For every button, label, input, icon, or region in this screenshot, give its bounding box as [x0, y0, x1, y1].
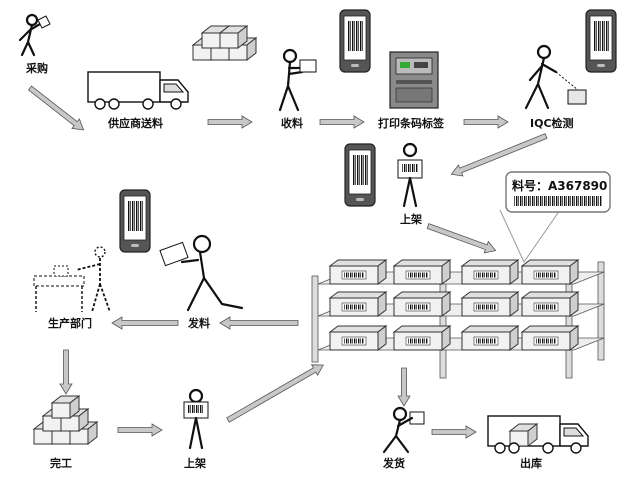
node-issuing: 发料 — [187, 316, 210, 330]
issuing-person-icon — [159, 234, 244, 312]
node-receiving: 收料 — [281, 116, 303, 130]
node-finished: 完工 — [50, 456, 72, 470]
arrow-shelf-to-issuing — [219, 316, 299, 330]
node-supplier-delivery: 供应商送料 — [107, 116, 163, 130]
arrow-purchase-to-supplier — [27, 85, 85, 131]
truck-icon — [87, 71, 189, 110]
barcode-scanner-icon-iqc — [585, 9, 617, 73]
node-shelving-bottom: 上架 — [184, 456, 206, 470]
production-person-icon — [33, 246, 111, 313]
purchase-person-icon — [18, 13, 51, 57]
boxes-icon-finished — [33, 395, 98, 445]
arrow-shipping-to-outbound — [431, 425, 477, 439]
barcode-scanner-icon-issuing — [119, 189, 151, 253]
shelving-person-icon-bottom — [183, 388, 209, 450]
arrow-shelving-bottom-to-shelf — [226, 364, 324, 423]
node-production-dept: 生产部门 — [48, 316, 92, 330]
shipping-person-icon — [382, 406, 425, 454]
boxes-icon — [192, 25, 257, 61]
label-tag — [499, 171, 611, 264]
truck-icon-outbound — [487, 415, 589, 454]
node-print-barcode: 打印条码标签 — [378, 116, 445, 130]
receiving-person-icon — [278, 48, 317, 112]
iqc-person-icon — [524, 44, 587, 110]
node-shipping: 发货 — [382, 456, 405, 470]
arrow-issuing-to-production — [111, 316, 179, 330]
arrow-finished-to-shelving — [117, 423, 163, 437]
arrow-print-to-iqc — [463, 115, 509, 129]
arrow-shelving-to-shelf — [426, 223, 497, 254]
arrow-receiving-to-print — [319, 115, 365, 129]
arrow-production-to-finished — [59, 349, 73, 395]
arrow-shelf-to-shipping — [397, 367, 411, 407]
node-shelving-top: 上架 — [400, 212, 422, 226]
shelving-person-icon — [397, 142, 423, 208]
warehouse-shelf-icon — [311, 259, 605, 379]
label-printer-icon — [389, 51, 439, 109]
arrow-supplier-to-receiving — [207, 115, 253, 129]
barcode-scanner-icon-shelving — [344, 143, 376, 207]
label-tag-text: 料号：A367890 — [512, 178, 607, 193]
arrow-iqc-to-shelving — [450, 133, 548, 177]
node-outbound: 出库 — [520, 456, 542, 470]
barcode-scanner-icon — [339, 9, 371, 73]
node-iqc: IQC检测 — [530, 116, 574, 130]
node-purchase: 采购 — [25, 61, 48, 75]
